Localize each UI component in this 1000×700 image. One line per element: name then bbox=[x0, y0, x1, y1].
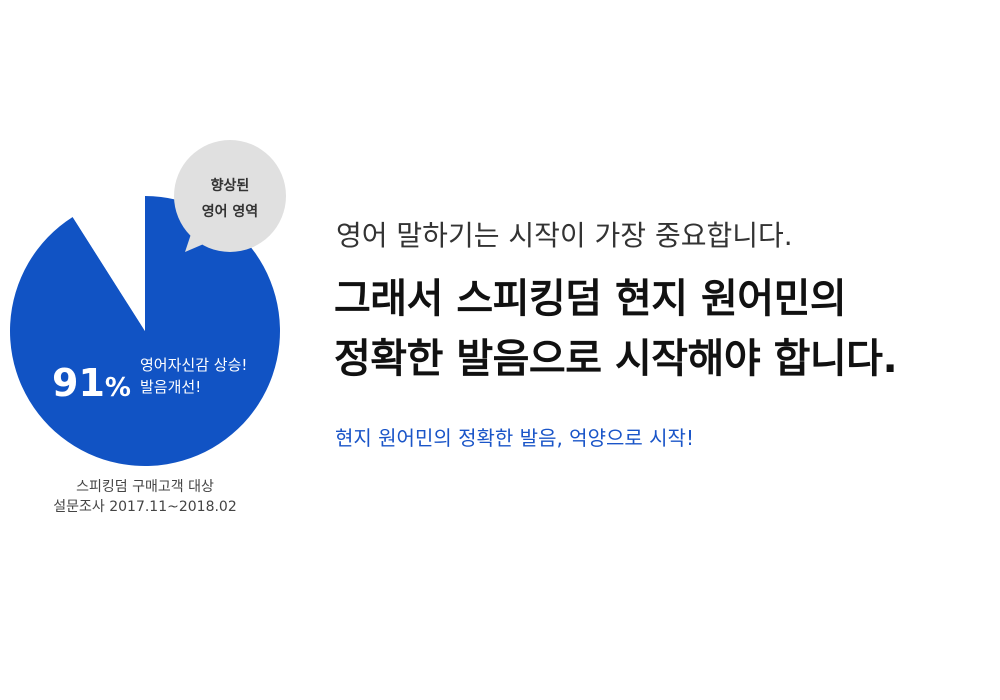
bubble-text-line1: 향상된 bbox=[211, 177, 250, 194]
percent-number: 91 bbox=[52, 361, 105, 405]
bubble-text-line2: 영어 영역 bbox=[202, 203, 258, 220]
speech-bubble-tail bbox=[185, 228, 213, 252]
slice-label-line2: 발음개선! bbox=[140, 378, 201, 396]
percent-value: 91% bbox=[52, 361, 131, 405]
pie-chart: 향상된 영어 영역 91% 영어자신감 상승! 발음개선! bbox=[10, 140, 286, 466]
survey-caption-line1: 스피킹덤 구매고객 대상 bbox=[76, 479, 214, 495]
speech-bubble-circle bbox=[174, 140, 286, 252]
headline-line1: 그래서 스피킹덤 현지 원어민의 bbox=[334, 276, 847, 322]
pie-slice-minor bbox=[72, 196, 145, 331]
slice-label-line1: 영어자신감 상승! bbox=[140, 356, 247, 374]
headline-line2: 정확한 발음으로 시작해야 합니다. bbox=[334, 336, 898, 382]
headline-sub: 현지 원어민의 정확한 발음, 억양으로 시작! bbox=[335, 426, 694, 450]
pie-slices bbox=[10, 196, 281, 466]
speech-bubble: 향상된 영어 영역 bbox=[174, 140, 286, 252]
percent-sign: % bbox=[105, 373, 131, 403]
survey-caption-line2: 설문조사 2017.11~2018.02 bbox=[53, 499, 237, 515]
headline-intro: 영어 말하기는 시작이 가장 중요합니다. bbox=[336, 219, 793, 252]
